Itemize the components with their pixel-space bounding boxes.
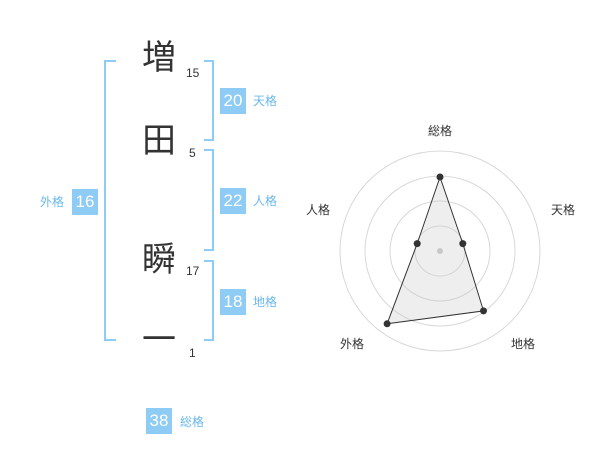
tenkaku-label: 天格 [253, 94, 278, 108]
gaikaku-label: 外格 [40, 195, 65, 209]
radar-polygon [386, 175, 485, 325]
radar-point-3 [480, 307, 487, 315]
radar-ring-2 [389, 200, 491, 302]
name-char-1: 増 [142, 38, 176, 78]
gaikaku-value: 16 [72, 189, 98, 215]
soukaku-value: 38 [146, 408, 172, 434]
jinkaku-bracket [204, 149, 214, 251]
radar-point-5 [413, 240, 421, 248]
radar-center-dot [437, 248, 443, 254]
radar-ring-4 [339, 150, 541, 352]
stroke-count-2: 5 [189, 146, 196, 160]
radar-axis-label-tenkaku: 天格 [551, 203, 576, 217]
name-char-3: 瞬 [142, 240, 176, 280]
radar-point-2 [459, 240, 467, 248]
chikaku-bracket [204, 260, 214, 341]
chikaku-value: 18 [220, 289, 246, 315]
radar-axis-label-chikaku: 地格 [511, 337, 536, 351]
radar-point-1 [436, 173, 444, 181]
radar-point-4 [383, 320, 391, 328]
jinkaku-label: 人格 [253, 194, 278, 208]
name-char-2: 田 [142, 121, 176, 161]
gaikaku-bracket [104, 60, 116, 341]
radar-axis-label-gaikaku: 外格 [340, 337, 365, 351]
name-char-4: 一 [142, 320, 176, 360]
chikaku-label: 地格 [253, 295, 278, 309]
stroke-count-1: 15 [186, 66, 200, 80]
tenkaku-value: 20 [220, 88, 246, 114]
tenkaku-bracket [204, 60, 214, 141]
jinkaku-value: 22 [220, 188, 246, 214]
radar-axis-label-soukaku: 総格 [428, 124, 453, 138]
soukaku-label: 総格 [180, 415, 205, 429]
stroke-count-4: 1 [189, 346, 196, 360]
radar-axis-label-jinkaku: 人格 [306, 203, 331, 217]
stroke-count-3: 17 [186, 264, 200, 278]
